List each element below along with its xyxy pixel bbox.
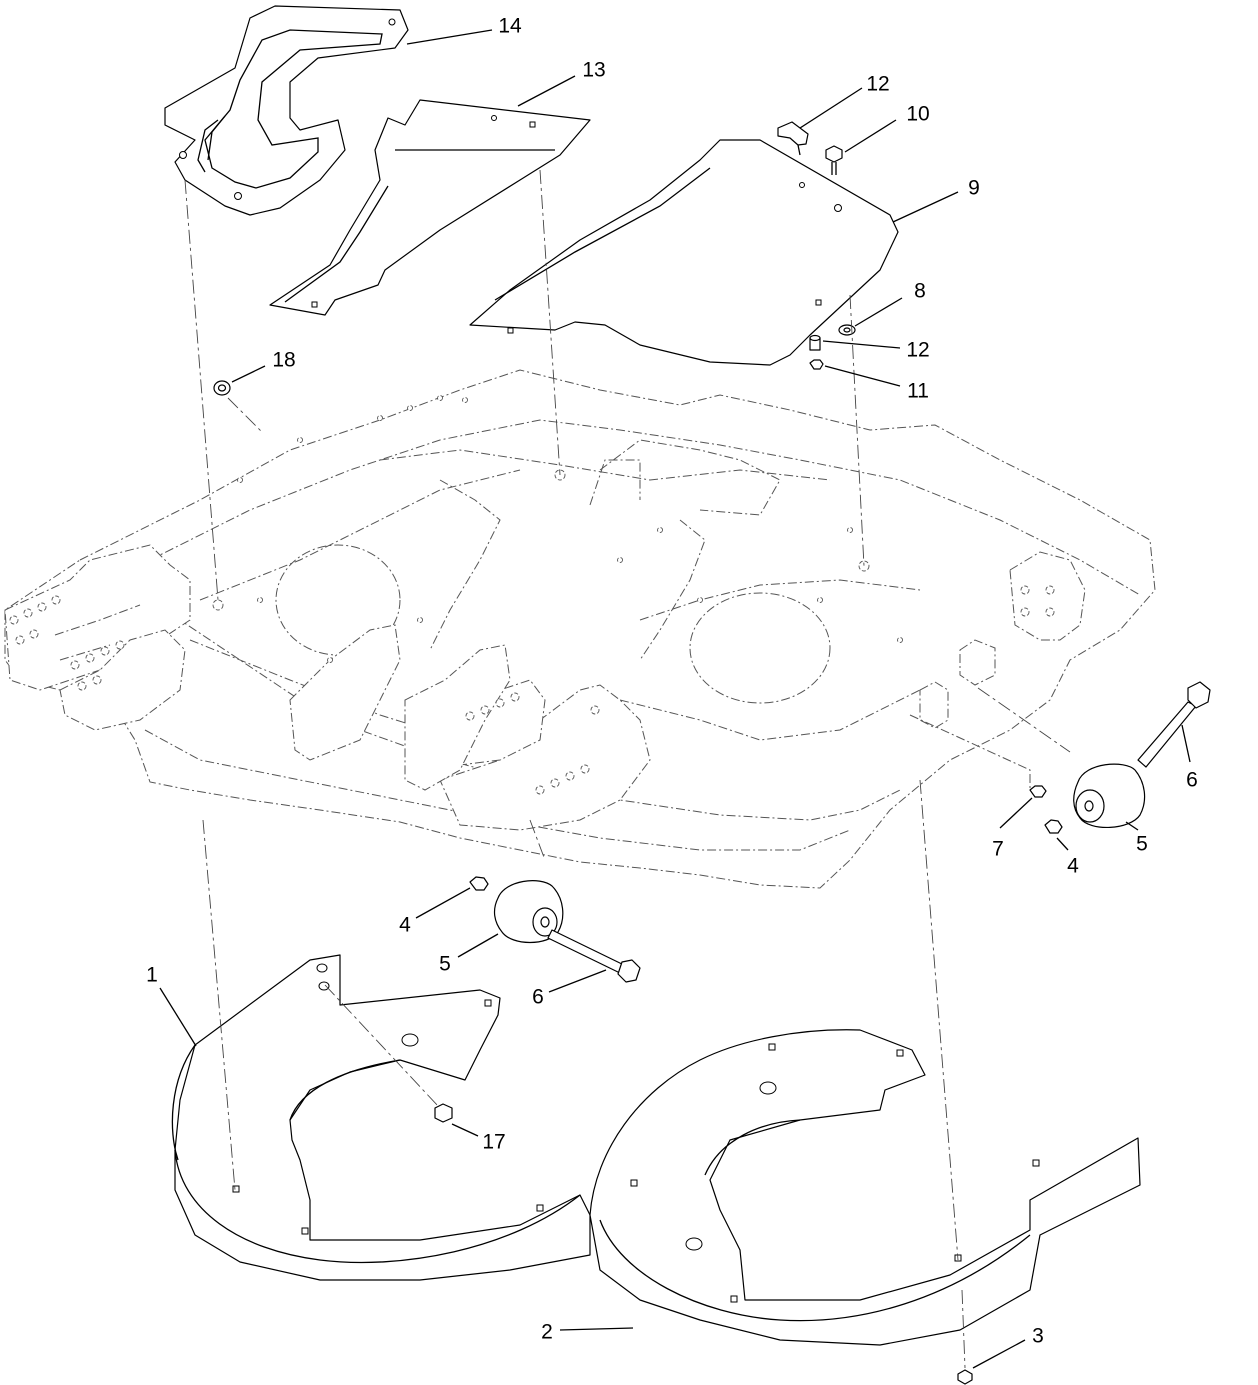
part-8-washer — [838, 324, 856, 336]
part-18-bumper — [213, 380, 231, 396]
callout-10: 10 — [906, 102, 930, 126]
callout-1: 1 — [146, 963, 158, 987]
part-14-deflector — [164, 5, 409, 216]
callout-12-latch: 12 — [866, 72, 890, 96]
leader-lines — [159, 29, 1191, 1369]
part-2-baffle — [589, 1029, 1141, 1346]
callout-12-spacer: 12 — [906, 338, 930, 362]
callout-7: 7 — [992, 837, 1004, 861]
part-3-bolt — [957, 1369, 973, 1385]
part-12-latch — [777, 121, 809, 156]
part-9-cover — [469, 139, 899, 366]
callout-5-left: 5 — [439, 952, 451, 976]
part-10-bolt — [825, 145, 843, 175]
callout-2: 2 — [541, 1320, 553, 1344]
callout-8: 8 — [914, 279, 926, 303]
callout-4-left: 4 — [399, 913, 411, 937]
callout-11: 11 — [907, 379, 929, 403]
callout-6-right: 6 — [1186, 768, 1198, 792]
part-7-nut — [1029, 785, 1047, 798]
callout-13: 13 — [582, 58, 606, 82]
part-1-baffle — [171, 954, 591, 1281]
assembly-center-lines — [184, 169, 1071, 1369]
left-roller-assembly — [469, 876, 641, 983]
part-13-plate — [269, 99, 591, 316]
callout-4-right: 4 — [1067, 854, 1079, 878]
callout-18: 18 — [272, 348, 296, 372]
part-17-bolt — [434, 1103, 453, 1123]
mower-deck-phantom — [4, 369, 1156, 889]
part-12-spacer — [809, 334, 821, 351]
callout-14: 14 — [498, 14, 522, 38]
right-roller-assembly — [1044, 681, 1211, 834]
deck-holes — [9, 395, 1055, 795]
callout-17: 17 — [482, 1130, 506, 1154]
callout-3: 3 — [1032, 1324, 1044, 1348]
callout-6-left: 6 — [532, 985, 544, 1009]
callout-5-right: 5 — [1136, 832, 1148, 856]
callout-9: 9 — [968, 176, 980, 200]
part-11-nut — [809, 359, 824, 370]
